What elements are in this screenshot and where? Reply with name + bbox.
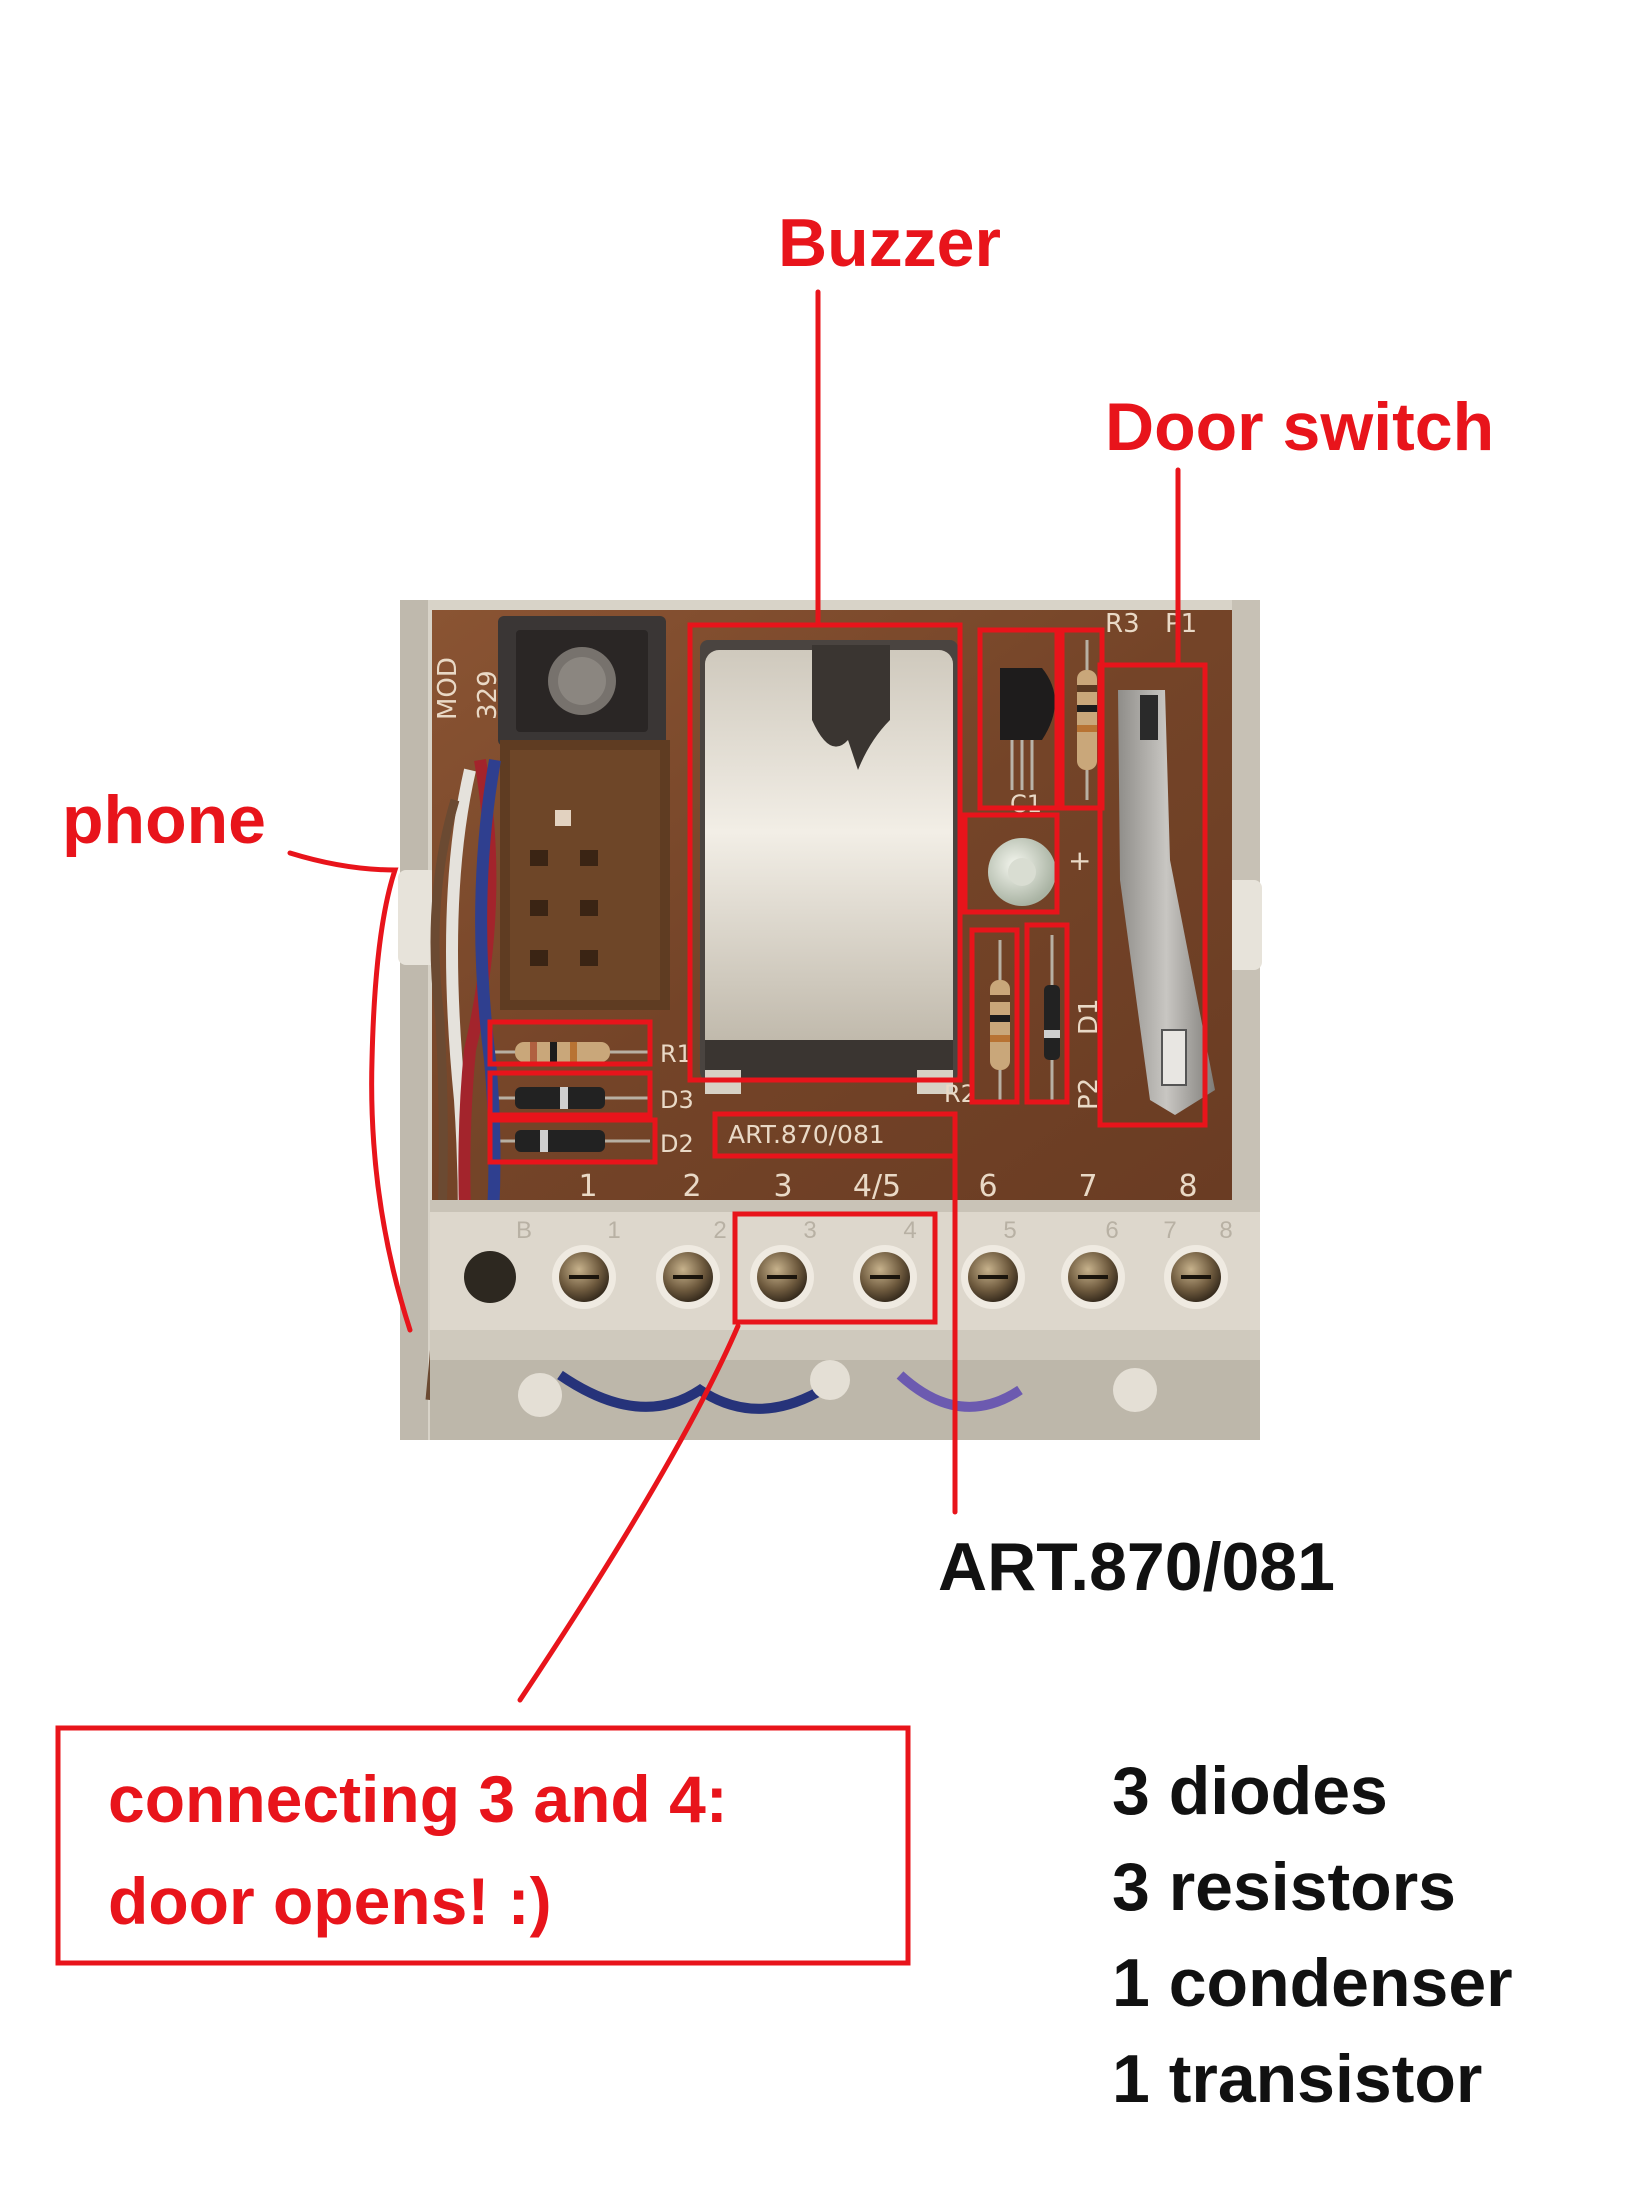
art-callout-label: ART.870/081 xyxy=(938,1529,1335,1605)
pcb-r1: R1 xyxy=(660,1040,692,1068)
housing-left-wall xyxy=(400,600,428,1440)
note-line-2: door opens! :) xyxy=(108,1864,552,1938)
board-photo: MOD 329 R3 P1 C1 + D1 P2 R1 D3 D2 R2 ART… xyxy=(398,600,1262,1440)
summary-line: 3 resistors xyxy=(1112,1849,1456,1925)
pcb-plus: + xyxy=(1068,844,1091,877)
door-switch-label: Door switch xyxy=(1105,389,1494,465)
pcb-terminal-labels: 1 2 3 4/5 6 7 8 xyxy=(578,1169,1197,1204)
block-terminal-label: 1 xyxy=(607,1217,620,1244)
terminal-screw xyxy=(961,1245,1025,1309)
pcb-r3: R3 xyxy=(1105,609,1140,639)
pcb-terminal-label: 3 xyxy=(773,1169,792,1204)
terminal-screw xyxy=(1061,1245,1125,1309)
buzzer-label: Buzzer xyxy=(778,205,1001,281)
terminal-screw xyxy=(552,1245,616,1309)
phone-leader xyxy=(287,850,413,1333)
diode-d1 xyxy=(1044,985,1060,1060)
phone-label: phone xyxy=(62,782,266,858)
terminal-screw xyxy=(853,1245,917,1309)
terminal-screw xyxy=(1164,1245,1228,1309)
pcb-p1: P1 xyxy=(1165,609,1197,639)
block-terminal-label: 7 xyxy=(1163,1217,1176,1244)
diode-d2 xyxy=(515,1130,605,1152)
capacitor-highlight xyxy=(962,812,1060,915)
component-summary: 3 diodes 3 resistors 1 condenser 1 transist… xyxy=(1112,1753,1513,2117)
terminal-screw xyxy=(464,1251,516,1303)
summary-line: 3 diodes xyxy=(1112,1753,1388,1829)
pcb-art-print: ART.870/081 xyxy=(728,1120,885,1149)
door-switch-highlight xyxy=(1097,662,1208,1128)
resistor-r2-highlight xyxy=(969,927,1020,1105)
diode-d3-highlight xyxy=(487,1070,653,1118)
diode-d1-highlight xyxy=(1024,922,1070,1105)
block-terminal-label: 2 xyxy=(713,1217,726,1244)
pcb-terminal-label: 7 xyxy=(1078,1169,1097,1204)
door-switch xyxy=(1118,690,1215,1115)
pcb-terminal-label: 4/5 xyxy=(853,1169,901,1204)
transistor xyxy=(1000,668,1055,740)
housing-left-tab xyxy=(398,870,438,965)
annotations: Buzzer Door switch phone ART.870/081 con… xyxy=(55,205,1513,2117)
block-terminal-label: 8 xyxy=(1219,1217,1232,1244)
buzzer-body xyxy=(705,650,953,1055)
block-terminal-label: 4 xyxy=(903,1217,916,1244)
summary-line: 1 transistor xyxy=(1112,2041,1482,2117)
note-line-1: connecting 3 and 4: xyxy=(108,1762,728,1836)
pcb-d3: D3 xyxy=(660,1086,694,1114)
diode-d2-highlight xyxy=(487,1117,658,1165)
pcb-terminal-label: 1 xyxy=(578,1169,597,1204)
resistor-r3 xyxy=(1077,670,1097,770)
block-terminal-label: B xyxy=(516,1217,532,1244)
resistor-r1 xyxy=(515,1042,610,1062)
block-terminal-label: 6 xyxy=(1105,1217,1118,1244)
block-terminal-labels: B 1 2 3 4 5 6 7 8 xyxy=(516,1217,1233,1244)
pcb-mod-label: MOD xyxy=(433,657,463,720)
terminal-screw xyxy=(656,1245,720,1309)
note-box xyxy=(55,1725,911,1966)
pcb-terminal-label: 2 xyxy=(682,1169,701,1204)
pcb-d2: D2 xyxy=(660,1130,694,1158)
resistor-r2 xyxy=(990,980,1010,1070)
terminals-3-4-highlight xyxy=(732,1211,938,1325)
pcb-terminal-label: 8 xyxy=(1178,1169,1197,1204)
pcb-terminal-label: 6 xyxy=(978,1169,997,1204)
terminal-screw xyxy=(750,1245,814,1309)
block-terminal-label: 5 xyxy=(1003,1217,1016,1244)
summary-line: 1 condenser xyxy=(1112,1945,1513,2021)
block-terminal-label: 3 xyxy=(803,1217,816,1244)
pcb-mod-number: 329 xyxy=(473,670,503,720)
note-leader xyxy=(517,1323,741,1703)
transistor-highlight xyxy=(977,627,1060,811)
buzzer-highlight xyxy=(687,622,963,1083)
resistor-r1-highlight xyxy=(487,1019,653,1067)
terminal-screws xyxy=(464,1245,1228,1309)
